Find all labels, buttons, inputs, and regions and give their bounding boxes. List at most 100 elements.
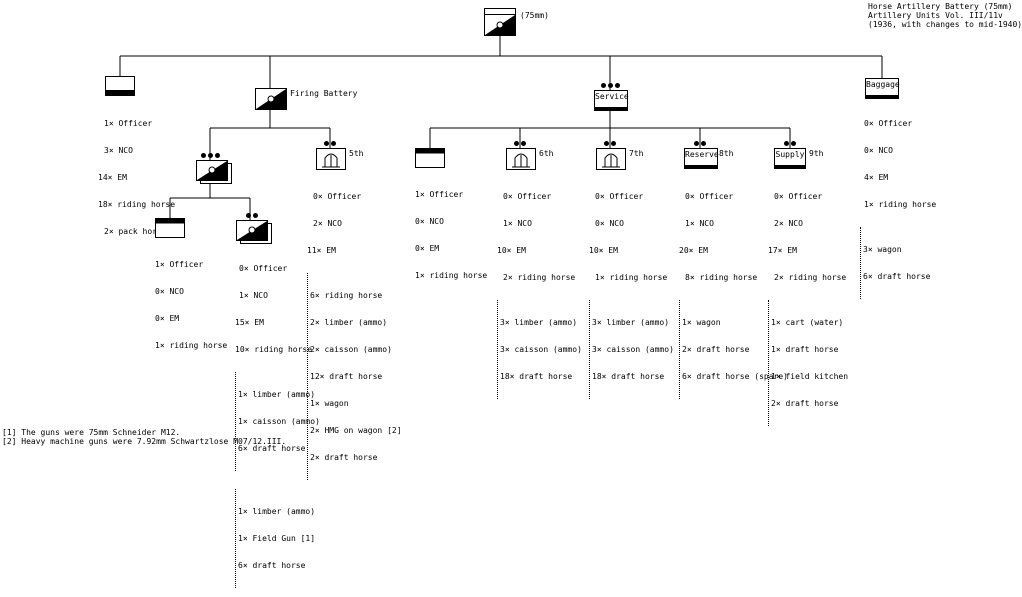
gun-section-line: 1× NCO: [239, 291, 268, 300]
service-hq-line: 0× NCO: [415, 217, 444, 226]
gun-section-group-1: 1× limber (ammo) 1× caisson (ammo) 6× dr…: [235, 372, 320, 471]
sixth-line: 1× NCO: [503, 219, 532, 228]
sixth-line: 0× Officer: [503, 192, 552, 201]
staff-line: 3× NCO: [104, 146, 133, 155]
echelon-dot: [608, 83, 613, 88]
supply-box: Supply: [774, 148, 806, 169]
eighth-details: 0× Officer 1× NCO 20× EM 8× riding horse…: [679, 174, 788, 408]
sixth-item: 3× caisson (ammo): [500, 345, 582, 354]
platoon-hq-line: 0× NCO: [155, 287, 184, 296]
service-hq-line: 1× riding horse: [415, 271, 488, 280]
staff-symbol: [105, 76, 135, 96]
ninth-item: 1× draft horse: [771, 345, 839, 354]
service-hq-line: 1× Officer: [415, 190, 464, 199]
reserve-box: Reserve: [684, 148, 719, 169]
sixth-group: 3× limber (ammo) 3× caisson (ammo) 18× d…: [497, 300, 582, 399]
baggage-item: 3× wagon: [863, 245, 902, 254]
echelon-dot: [208, 153, 213, 158]
seventh-item: 3× limber (ammo): [592, 318, 670, 327]
echelon-dot: [331, 141, 336, 146]
eighth-line: 20× EM: [679, 246, 708, 255]
eighth-item: 6× draft horse (spare): [682, 372, 788, 381]
fifth-group: 6× riding horse 2× limber (ammo) 2× cais…: [307, 273, 402, 480]
echelon-dot: [253, 213, 258, 218]
sixth-details: 0× Officer 1× NCO 10× EM 2× riding horse…: [497, 174, 582, 408]
fifth-item: 12× draft horse: [310, 372, 383, 381]
seventh-line: 0× NCO: [595, 219, 624, 228]
echelon-dot: [201, 153, 206, 158]
fifth-details: 0× Officer 2× NCO 11× EM 6× riding horse…: [307, 174, 402, 489]
platoon-hq-line: 1× Officer: [155, 260, 204, 269]
supply-label: Supply: [775, 150, 805, 159]
seventh-details: 0× Officer 0× NCO 10× EM 1× riding horse…: [589, 174, 674, 408]
service-box: Service: [594, 90, 629, 111]
sixth-number: 6th: [539, 149, 554, 158]
ninth-line: 0× Officer: [774, 192, 823, 201]
fifth-ammo-column-symbol: [316, 148, 346, 170]
echelon-dot: [791, 141, 796, 146]
fifth-item: 6× riding horse: [310, 291, 383, 300]
seventh-line: 10× EM: [589, 246, 618, 255]
echelon-dot: [615, 83, 620, 88]
footnotes: [1] The guns were 75mm Schneider M12. [2…: [2, 428, 286, 446]
staff-line: 18× riding horse: [98, 200, 176, 209]
echelon-dot: [324, 141, 329, 146]
fifth-item: 2× HMG on wagon [2]: [310, 426, 402, 435]
service-label: Service: [595, 92, 629, 101]
gun-section-group-2: 1× limber (ammo) 1× Field Gun [1] 6× dra…: [235, 489, 320, 588]
reserve-label: Reserve: [685, 150, 719, 159]
staff-line: 2× pack horse: [104, 227, 167, 236]
hq-caliber: (75mm): [520, 11, 549, 20]
gun-section-item: 1× limber (ammo): [238, 390, 316, 399]
seventh-number: 7th: [629, 149, 644, 158]
gun-platoon-symbol: [196, 160, 232, 184]
ninth-line: 17× EM: [768, 246, 797, 255]
baggage-label: Baggage: [866, 80, 900, 89]
staff-details: 1× Officer 3× NCO 14× EM 18× riding hors…: [98, 101, 175, 245]
seventh-ammo-column-symbol: [596, 148, 626, 170]
gun-section-symbol: [236, 220, 272, 244]
footnote-1: [1] The guns were 75mm Schneider M12.: [2, 428, 181, 437]
platoon-hq-details: 1× Officer 0× NCO 0× EM 1× riding horse: [155, 242, 227, 359]
seventh-group: 3× limber (ammo) 3× caisson (ammo) 18× d…: [589, 300, 674, 399]
platoon-hq-line: 1× riding horse: [155, 341, 228, 350]
echelon-dot: [514, 141, 519, 146]
echelon-dot: [604, 141, 609, 146]
gun-section-details: 0× Officer 1× NCO 15× EM 10× riding hors…: [235, 246, 320, 597]
echelon-dot: [246, 213, 251, 218]
gun-section-item: 1× caisson (ammo): [238, 417, 320, 426]
title-line-1: Horse Artillery Battery (75mm): [868, 2, 1013, 11]
platoon-hq-line: 0× EM: [155, 314, 180, 323]
fifth-item: 2× limber (ammo): [310, 318, 388, 327]
fifth-item: 2× caisson (ammo): [310, 345, 392, 354]
fifth-line: 2× NCO: [313, 219, 342, 228]
gun-section-line: 15× EM: [235, 318, 264, 327]
ninth-item: 2× draft horse: [771, 399, 839, 408]
eighth-item: 2× draft horse: [682, 345, 750, 354]
baggage-item: 6× draft horse: [863, 272, 931, 281]
eighth-line: 1× NCO: [685, 219, 714, 228]
baggage-details: 0× Officer 0× NCO 4× EM 1× riding horse …: [860, 101, 936, 308]
fifth-number: 5th: [349, 149, 364, 158]
eighth-item: 1× wagon: [682, 318, 721, 327]
ninth-details: 0× Officer 2× NCO 17× EM 2× riding horse…: [768, 174, 848, 435]
service-hq-details: 1× Officer 0× NCO 0× EM 1× riding horse: [415, 172, 487, 289]
echelon-dot: [611, 141, 616, 146]
service-hq-symbol: [415, 148, 445, 168]
seventh-line: 0× Officer: [595, 192, 644, 201]
title-block: Horse Artillery Battery (75mm) Artillery…: [868, 2, 1022, 29]
sixth-item: 3× limber (ammo): [500, 318, 578, 327]
staff-line: 14× EM: [98, 173, 127, 182]
firing-battery-label: Firing Battery: [290, 89, 358, 98]
title-line-3: (1936, with changes to mid-1940): [868, 20, 1022, 29]
ninth-number: 9th: [809, 149, 824, 158]
eighth-group: 1× wagon 2× draft horse 6× draft horse (…: [679, 300, 788, 399]
echelon-dot: [784, 141, 789, 146]
platoon-hq-symbol: [155, 218, 185, 238]
gun-section-item: 6× draft horse: [238, 561, 306, 570]
staff-line: 1× Officer: [104, 119, 153, 128]
sixth-line: 2× riding horse: [503, 273, 576, 282]
ninth-group: 1× cart (water) 1× draft horse 1× field …: [768, 300, 848, 426]
eighth-line: 8× riding horse: [685, 273, 758, 282]
fifth-line: 0× Officer: [313, 192, 362, 201]
